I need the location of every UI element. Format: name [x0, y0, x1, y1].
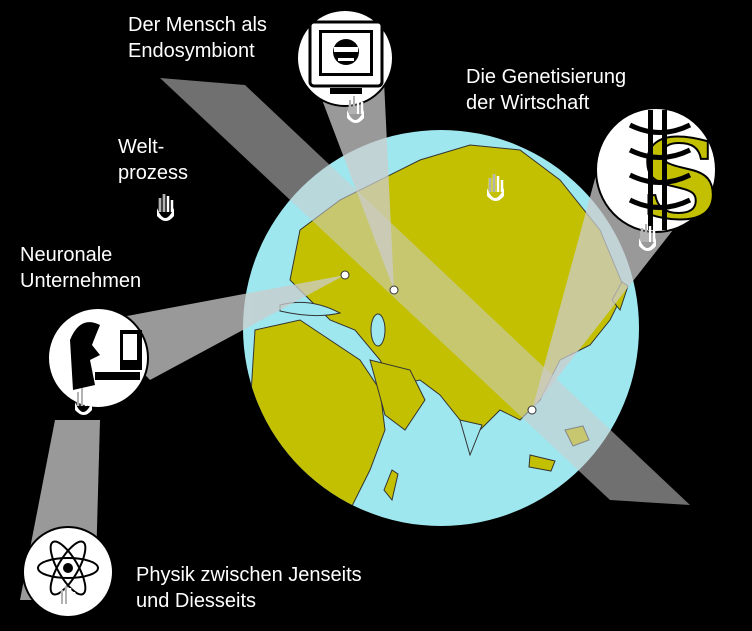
label-line: Unternehmen — [20, 270, 142, 292]
label-weltprozess[interactable]: Welt- prozess — [118, 134, 188, 186]
label-line: Welt- — [118, 136, 165, 158]
label-line: Der Mensch als — [128, 14, 267, 36]
label-line: Neuronale — [20, 244, 113, 266]
monitor-face-icon[interactable] — [296, 9, 394, 125]
label-line: der Wirtschaft — [466, 92, 590, 114]
weltprozess-band — [160, 78, 690, 505]
person-computer-icon[interactable] — [47, 307, 149, 417]
label-line: Physik zwischen Jenseits — [136, 564, 362, 586]
label-genetisierung[interactable]: Die Genetisierung der Wirtschaft — [466, 64, 626, 116]
label-mensch-endosymbiont[interactable]: Der Mensch als Endosymbiont — [128, 12, 267, 64]
label-line: und Diesseits — [136, 590, 257, 612]
hand-pointer-icon[interactable] — [155, 192, 176, 223]
label-neuronale-unternehmen[interactable]: Neuronale Unternehmen — [20, 242, 141, 294]
label-line: Die Genetisierung — [466, 66, 627, 88]
label-physik[interactable]: Physik zwischen Jenseits und Diesseits — [136, 562, 362, 614]
dollar-dna-icon[interactable]: S — [595, 107, 720, 253]
label-line: Endosymbiont — [128, 40, 255, 62]
label-line: prozess — [118, 162, 189, 184]
atom-icon[interactable] — [22, 526, 114, 618]
beams — [20, 60, 716, 600]
